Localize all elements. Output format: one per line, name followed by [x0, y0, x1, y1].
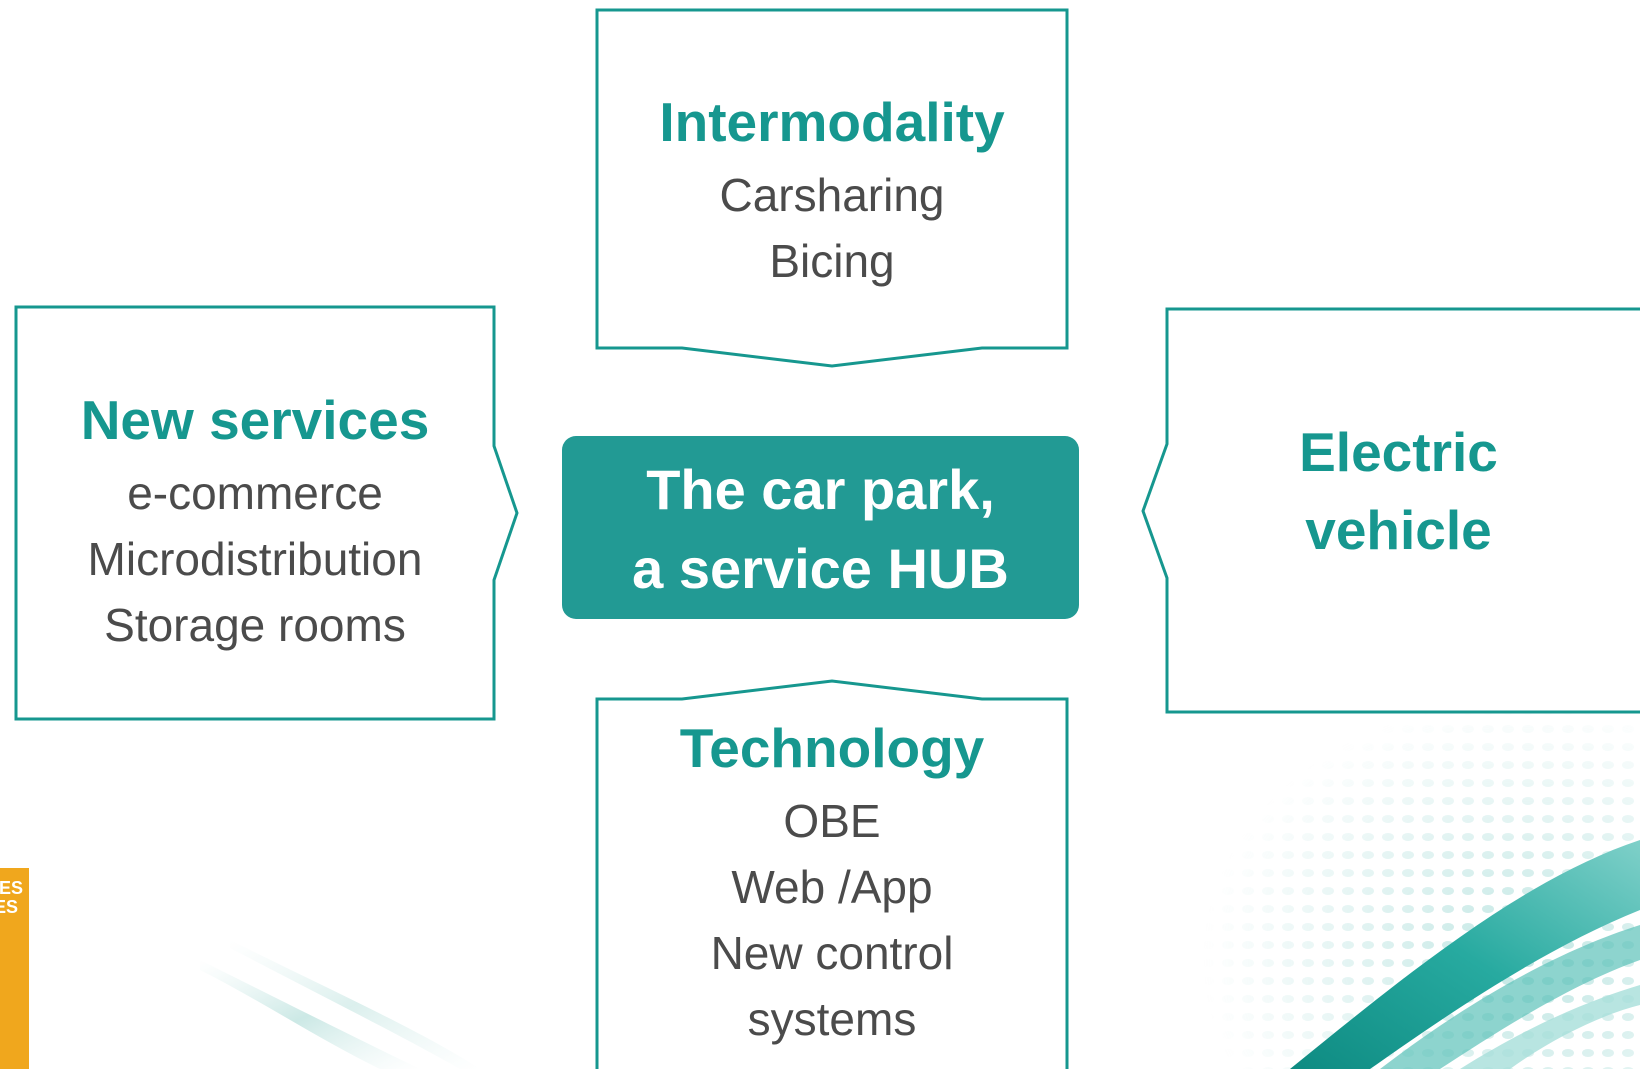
electric-vehicle-title-line1: Electric: [1299, 421, 1498, 483]
intermodality-box: [595, 8, 1069, 368]
new-services-box: [14, 305, 519, 721]
intermodality-item-bicing: Bicing: [769, 235, 895, 287]
electric-vehicle-box: [1141, 307, 1640, 714]
service-hub-line2: a service HUB: [632, 537, 1009, 600]
technology-box: [595, 679, 1069, 1069]
electric-vehicle-title-line2: vehicle: [1305, 499, 1492, 561]
logo-badge-text-line1: IES: [0, 878, 24, 898]
intermodality-item-carsharing: Carsharing: [719, 169, 945, 221]
service-hub-box: The car park, a service HUB: [562, 436, 1079, 619]
technology-item-obe: OBE: [783, 795, 881, 847]
technology-item-new-control: New control: [710, 927, 954, 979]
new-services-title: New services: [80, 389, 430, 451]
logo-badge: IES ES: [0, 868, 29, 1069]
technology-item-systems: systems: [747, 993, 917, 1045]
decorative-swoosh-left: [200, 960, 420, 1069]
new-services-item-microdistribution: Microdistribution: [87, 533, 423, 585]
new-services-item-storage-rooms: Storage rooms: [104, 599, 406, 651]
technology-item-web-app: Web /App: [731, 861, 933, 913]
logo-badge-text-line2: ES: [0, 897, 19, 917]
new-services-item-ecommerce: e-commerce: [127, 467, 383, 519]
decorative-swoosh-right: [1290, 840, 1640, 1069]
intermodality-title: Intermodality: [659, 91, 1005, 153]
service-hub-line1: The car park,: [646, 458, 995, 521]
technology-title: Technology: [679, 717, 985, 779]
